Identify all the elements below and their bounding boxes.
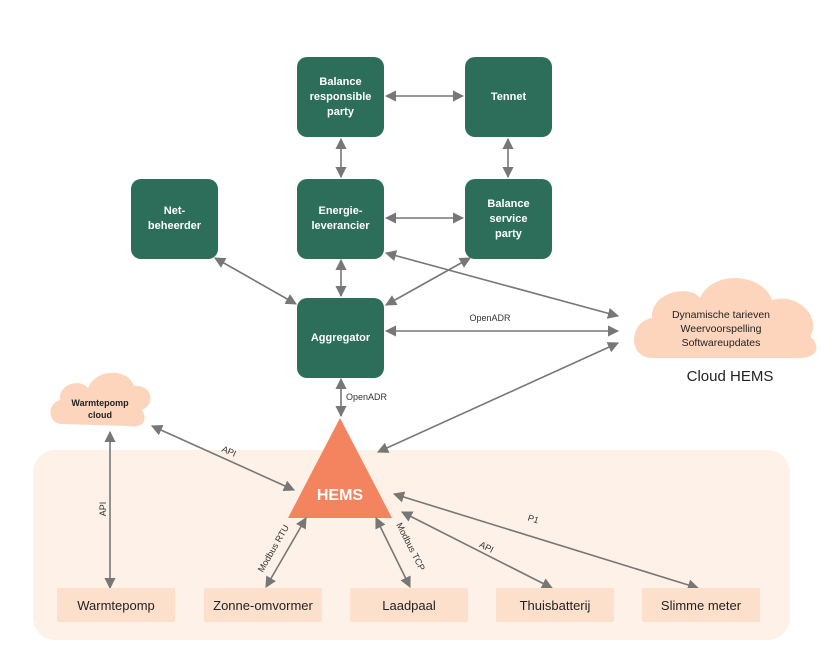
label-openadr-cloud: OpenADR (469, 313, 511, 323)
edge-hems-slimmemeter (392, 491, 700, 591)
edge-hems-thuisbatterij (401, 511, 553, 589)
cloud-hems-line-1: Dynamische tarieven (672, 309, 770, 321)
hems-triangle (288, 418, 392, 518)
label-p1: P1 (527, 513, 541, 526)
cloud-hems-line-3: Softwareupdates (682, 337, 761, 349)
edge-cloudhems-hems (376, 342, 620, 453)
cloud-hems-shape (634, 277, 817, 359)
label-api-cloud: API (220, 444, 237, 459)
label-api-warmtepomp: API (98, 502, 108, 517)
cloud-hems-caption: Cloud HEMS (686, 368, 774, 385)
warmtepomp-cloud-line-2: cloud (88, 410, 112, 420)
edge-netbeheerder-aggregator (214, 257, 297, 305)
node-tennet: Tennet (465, 57, 552, 137)
hems-label: HEMS (317, 487, 364, 504)
device-slimme-meter: Slimme meter (642, 588, 760, 622)
device-zonne-omvormer: Zonne-omvormer (204, 588, 322, 622)
cloud-hems-line-2: Weervoorspelling (681, 323, 762, 335)
label-openadr-hems: OpenADR (346, 392, 388, 402)
edge-wpcloud-hems (150, 425, 296, 491)
node-energieleverancier: Energie- leverancier (297, 179, 384, 259)
node-netbeheerder: Net- beheerder (131, 179, 218, 259)
edge-hems-zonneomvormer (265, 517, 307, 588)
edge-energie-cloudhems (384, 250, 620, 319)
device-laadpaal: Laadpaal (350, 588, 468, 622)
node-aggregator: Aggregator (297, 298, 384, 378)
device-warmtepomp: Warmtepomp (57, 588, 175, 622)
warmtepomp-cloud-shape (50, 372, 151, 427)
node-balance-service-party: Balance service party (465, 179, 552, 259)
node-balance-responsible-party: Balance responsible party (297, 57, 384, 137)
warmtepomp-cloud-line-1: Warmtepomp (71, 398, 129, 408)
label-modbus-rtu: Modbus RTU (256, 523, 291, 574)
device-thuisbatterij: Thuisbatterij (496, 588, 614, 622)
